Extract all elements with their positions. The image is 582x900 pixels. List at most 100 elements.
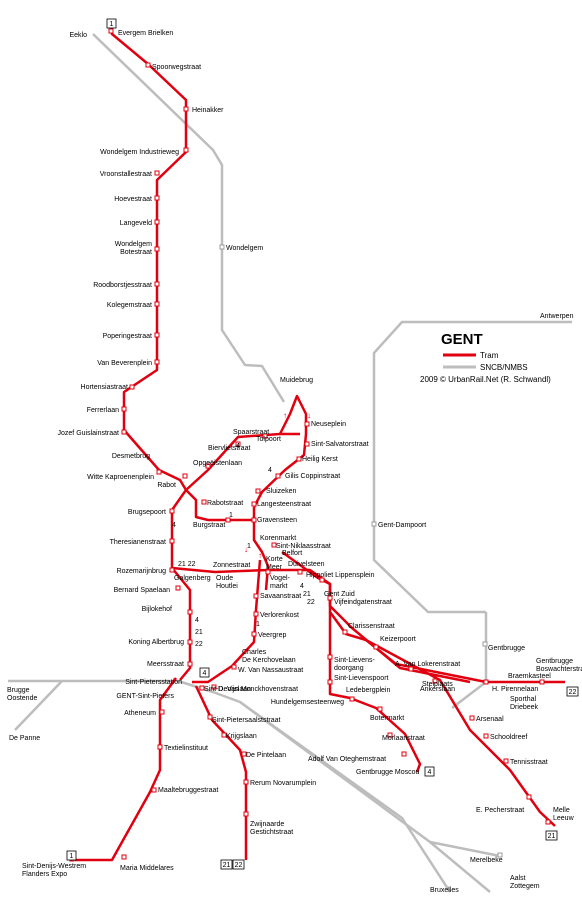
station-marker[interactable] (221, 732, 227, 738)
station-marker[interactable] (151, 787, 157, 793)
de-pintelaan-label: De Pintelaan (246, 752, 286, 759)
station-marker[interactable] (275, 473, 281, 479)
station-marker[interactable] (319, 577, 325, 583)
station-marker[interactable] (154, 301, 160, 307)
station-marker[interactable] (545, 819, 551, 825)
station-marker[interactable] (159, 709, 165, 715)
vijfeindgatenstraat-label: Vijfeindgatenstraat (334, 599, 392, 606)
station-marker[interactable] (539, 679, 545, 685)
sluizeken-label: Sluizeken (266, 488, 296, 495)
galgenberg-label: Galgenberg (174, 575, 211, 582)
station-marker[interactable] (296, 456, 302, 462)
station-marker[interactable] (483, 679, 489, 685)
gilis-coppinstraat-label: Gilis Coppinstraat (285, 473, 340, 480)
station-marker[interactable] (483, 733, 489, 739)
rail-station-marker[interactable] (371, 521, 377, 527)
station-marker[interactable] (401, 751, 407, 757)
station-marker[interactable] (187, 639, 193, 645)
station-marker[interactable] (182, 473, 188, 479)
station-marker[interactable] (432, 678, 438, 684)
station-marker[interactable] (129, 384, 135, 390)
rail-station-marker[interactable] (482, 641, 488, 647)
station-marker[interactable] (408, 666, 414, 672)
station-marker[interactable] (199, 685, 205, 691)
station-marker[interactable] (469, 715, 475, 721)
line-number: 1 (256, 621, 260, 628)
w-van-nassaustraat-label: W. Van Nassaustraat (238, 667, 303, 674)
station-marker[interactable] (169, 508, 175, 514)
station-marker[interactable] (154, 170, 160, 176)
station-marker[interactable] (183, 147, 189, 153)
station-marker[interactable] (253, 593, 259, 599)
gentbrugge-bosweg-label: GentbruggeBoswachterstraat (536, 658, 582, 673)
line-badge-21 (545, 830, 558, 841)
verlorenkost-label: Verlorenkost (260, 612, 299, 619)
station-marker[interactable] (251, 631, 257, 637)
station-marker[interactable] (253, 611, 259, 617)
station-marker[interactable] (373, 644, 379, 650)
station-marker[interactable] (154, 246, 160, 252)
station-marker[interactable] (205, 463, 211, 469)
station-marker[interactable] (241, 751, 247, 757)
station-marker[interactable] (121, 429, 127, 435)
station-marker[interactable] (304, 441, 310, 447)
station-marker[interactable] (169, 538, 175, 544)
station-marker[interactable] (503, 758, 509, 764)
station-marker[interactable] (526, 794, 532, 800)
station-marker[interactable] (342, 629, 348, 635)
station-marker[interactable] (121, 406, 127, 412)
bijlokehof-label: Bijlokehof (142, 606, 172, 613)
station-marker[interactable] (225, 517, 231, 523)
station-marker[interactable] (201, 499, 207, 505)
rail-line-brugge (8, 679, 452, 893)
station-marker[interactable] (327, 679, 333, 685)
station-marker[interactable] (156, 469, 162, 475)
arrow-up: ↑ (258, 551, 262, 560)
station-marker[interactable] (265, 569, 271, 575)
station-marker[interactable] (251, 517, 257, 523)
station-marker[interactable] (154, 332, 160, 338)
station-marker[interactable] (183, 106, 189, 112)
station-marker[interactable] (327, 595, 333, 601)
station-marker[interactable] (154, 359, 160, 365)
station-marker[interactable] (207, 714, 213, 720)
station-marker[interactable] (235, 441, 241, 447)
eeklo-label: Eeklo (69, 32, 87, 39)
bruxelles-label: Bruxelles (430, 887, 459, 894)
station-marker[interactable] (255, 488, 261, 494)
station-marker[interactable] (169, 567, 175, 573)
station-marker[interactable] (377, 706, 383, 712)
sint-pietersaalststraat-label: Sint-Pietersaalststraat (212, 717, 281, 724)
station-marker[interactable] (251, 501, 257, 507)
meersstraat-label: Meersstraat (147, 661, 184, 668)
station-marker[interactable] (231, 664, 237, 670)
station-marker[interactable] (154, 281, 160, 287)
merelbeke-label: Merelbeke (470, 857, 503, 864)
station-marker[interactable] (187, 661, 193, 667)
station-marker[interactable] (349, 696, 355, 702)
station-marker[interactable] (327, 654, 333, 660)
station-marker[interactable] (243, 811, 249, 817)
station-marker[interactable] (271, 542, 277, 548)
station-marker[interactable] (154, 219, 160, 225)
station-marker[interactable] (154, 195, 160, 201)
station-marker[interactable] (304, 421, 310, 427)
station-marker[interactable] (262, 433, 268, 439)
station-marker[interactable] (121, 854, 127, 860)
station-marker[interactable] (187, 609, 193, 615)
station-marker[interactable] (157, 744, 163, 750)
station-marker[interactable] (243, 779, 249, 785)
station-marker[interactable] (387, 732, 393, 738)
rail-station-marker[interactable] (219, 244, 225, 250)
station-marker[interactable] (108, 28, 114, 34)
station-marker[interactable] (211, 684, 217, 690)
station-marker[interactable] (175, 585, 181, 591)
hippoliet-lippensplein-label: Hippoliet Lippensplein (306, 572, 375, 579)
station-marker[interactable] (297, 569, 303, 575)
rail-station-marker[interactable] (497, 852, 503, 858)
station-marker[interactable] (145, 62, 151, 68)
langeveld-label: Langeveld (120, 220, 152, 227)
